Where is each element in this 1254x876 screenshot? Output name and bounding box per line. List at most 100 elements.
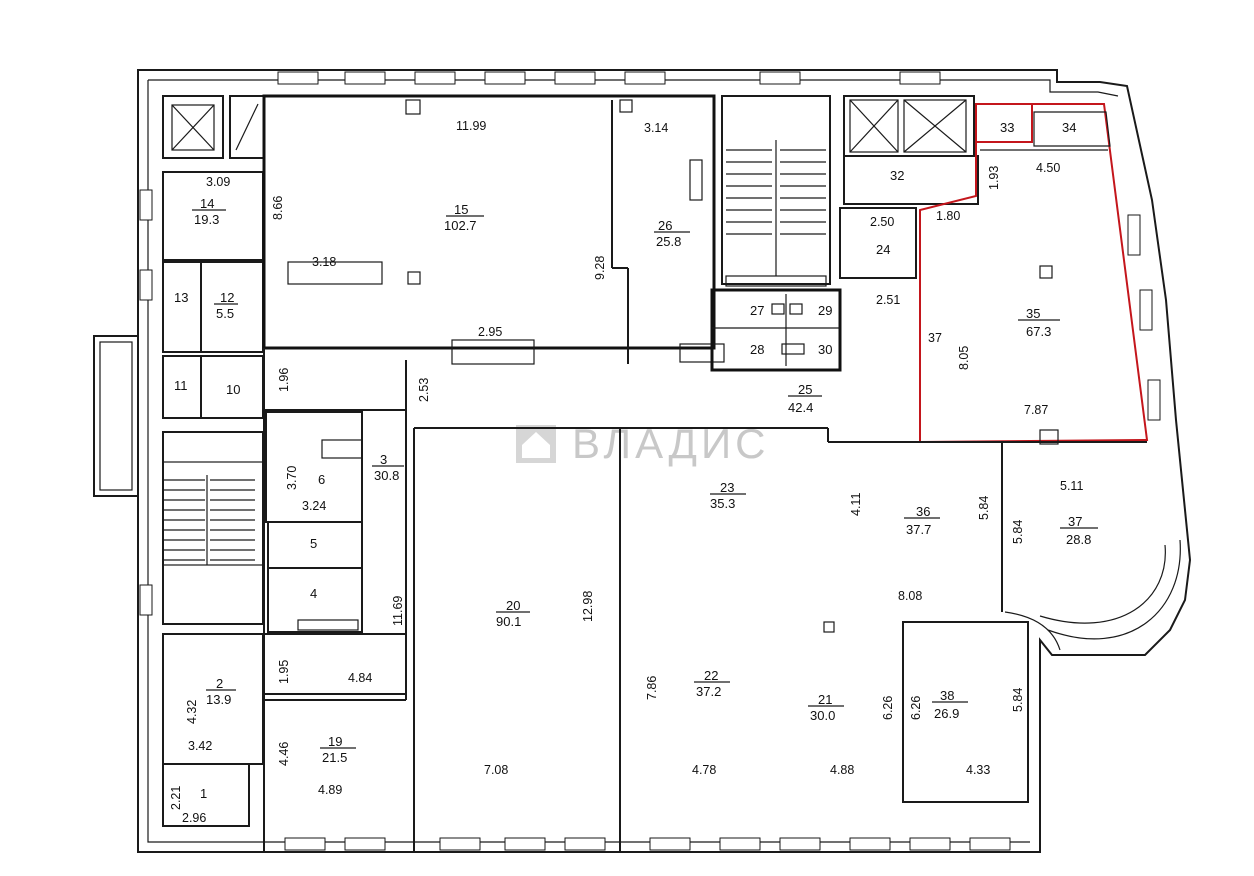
room-number-33: 33: [1000, 120, 1014, 135]
room-area-21: 30.0: [810, 708, 835, 723]
left-windows: [139, 189, 153, 616]
dim-label: 2.51: [876, 293, 900, 307]
dim-label: 7.87: [1024, 403, 1048, 417]
building-outline: [137, 69, 1192, 853]
room-area-26: 25.8: [656, 234, 681, 249]
dim-label: 5.84: [1011, 520, 1025, 544]
room-number-3: 3: [380, 452, 387, 467]
room-number-11: 11: [174, 378, 188, 393]
room-number-23: 23: [720, 480, 734, 495]
dim-label: 4.33: [966, 763, 990, 777]
room-area-3: 30.8: [374, 468, 399, 483]
room-number-37: 37: [1068, 514, 1082, 529]
dim-label: 9.28: [593, 256, 607, 280]
room-number-28: 28: [750, 342, 764, 357]
dim-label: 6.26: [881, 696, 895, 720]
dim-label: 2.95: [478, 325, 502, 339]
room-number-36: 36: [916, 504, 930, 519]
room-area-25: 42.4: [788, 400, 813, 415]
room-area-20: 90.1: [496, 614, 521, 629]
room-area-22: 37.2: [696, 684, 721, 699]
dim-label: 3.42: [188, 739, 212, 753]
dim-label: 8.08: [898, 589, 922, 603]
room-labels: 15 102.7 26 25.8 14 19.3 12 5.5 13 11 10…: [174, 120, 1098, 801]
room-number-26: 26: [658, 218, 672, 233]
room-area-37: 28.8: [1066, 532, 1091, 547]
dim-label: 5.84: [977, 496, 991, 520]
dim-label: 4.11: [849, 493, 863, 516]
dimension-labels: 11.99 8.66 3.18 9.28 2.95 3.14 3.09 1.96…: [169, 119, 1083, 825]
room-area-15: 102.7: [444, 218, 477, 233]
room-number-21: 21: [818, 692, 832, 707]
room-number-20: 20: [506, 598, 520, 613]
dim-label: 3.24: [302, 499, 326, 513]
dim-label: 3.70: [285, 466, 299, 490]
room-number-24: 24: [876, 242, 890, 257]
room-number-15: 15: [454, 202, 468, 217]
room-number-6: 6: [318, 472, 325, 487]
dim-label: 8.05: [957, 346, 971, 370]
dim-label: 4.46: [277, 742, 291, 766]
stairs-center: [721, 95, 831, 287]
room-number-13: 13: [174, 290, 188, 305]
dim-label: 6.26: [909, 696, 923, 720]
room-number-35: 35: [1026, 306, 1040, 321]
room-area-38: 26.9: [934, 706, 959, 721]
room-number-25: 25: [798, 382, 812, 397]
room-number-30: 30: [818, 342, 832, 357]
room-number-12: 12: [220, 290, 234, 305]
interior-walls: [263, 348, 1147, 852]
room-area-36: 37.7: [906, 522, 931, 537]
stairs-left: [162, 475, 264, 625]
room-number-19: 19: [328, 734, 342, 749]
dim-label: 3.18: [312, 255, 336, 269]
room-number-22: 22: [704, 668, 718, 683]
dim-label: 1.95: [277, 660, 291, 684]
dim-label: 3.14: [644, 121, 668, 135]
dim-label: 5.84: [1011, 688, 1025, 712]
dim-label: 4.78: [692, 763, 716, 777]
room-number-2: 2: [216, 676, 223, 691]
room-number-29: 29: [818, 303, 832, 318]
dim-label: 7.86: [645, 676, 659, 700]
dim-label: 2.50: [870, 215, 894, 229]
dim-label: 4.32: [185, 700, 199, 724]
room-15-walls: [262, 94, 725, 365]
room-number-34: 34: [1062, 120, 1076, 135]
dim-label: 4.89: [318, 783, 342, 797]
service-block-top-right: [839, 95, 979, 279]
wc-block: [710, 288, 842, 372]
dim-label: 1.96: [277, 368, 291, 392]
dim-label: 2.53: [417, 378, 431, 402]
dim-label: 11.69: [391, 596, 405, 626]
room-number-32: 32: [890, 168, 904, 183]
room-area-35: 67.3: [1026, 324, 1051, 339]
room-number-5: 5: [310, 536, 317, 551]
dim-label: 37: [928, 331, 942, 345]
room-number-27: 27: [750, 303, 764, 318]
room-area-14: 19.3: [194, 212, 219, 227]
dim-label: 2.21: [169, 786, 183, 810]
balcony: [93, 335, 139, 497]
dim-label: 4.88: [830, 763, 854, 777]
right-windows: [1127, 214, 1161, 421]
dim-label: 1.93: [987, 166, 1001, 190]
dim-label: 8.66: [271, 196, 285, 220]
dim-label: 12.98: [581, 591, 595, 622]
room-area-12: 5.5: [216, 306, 234, 321]
room-number-10: 10: [226, 382, 240, 397]
bottom-windows: [284, 837, 1011, 851]
dim-label: 2.96: [182, 811, 206, 825]
room-number-38: 38: [940, 688, 954, 703]
room-number-1: 1: [200, 786, 207, 801]
top-windows: [277, 71, 941, 85]
room-number-4: 4: [310, 586, 317, 601]
room-number-14: 14: [200, 196, 214, 211]
dim-label: 3.09: [206, 175, 230, 189]
dim-label: 11.99: [456, 119, 486, 133]
room-area-19: 21.5: [322, 750, 347, 765]
dim-label: 5.11: [1060, 479, 1083, 493]
room-area-2: 13.9: [206, 692, 231, 707]
dim-label: 4.50: [1036, 161, 1060, 175]
